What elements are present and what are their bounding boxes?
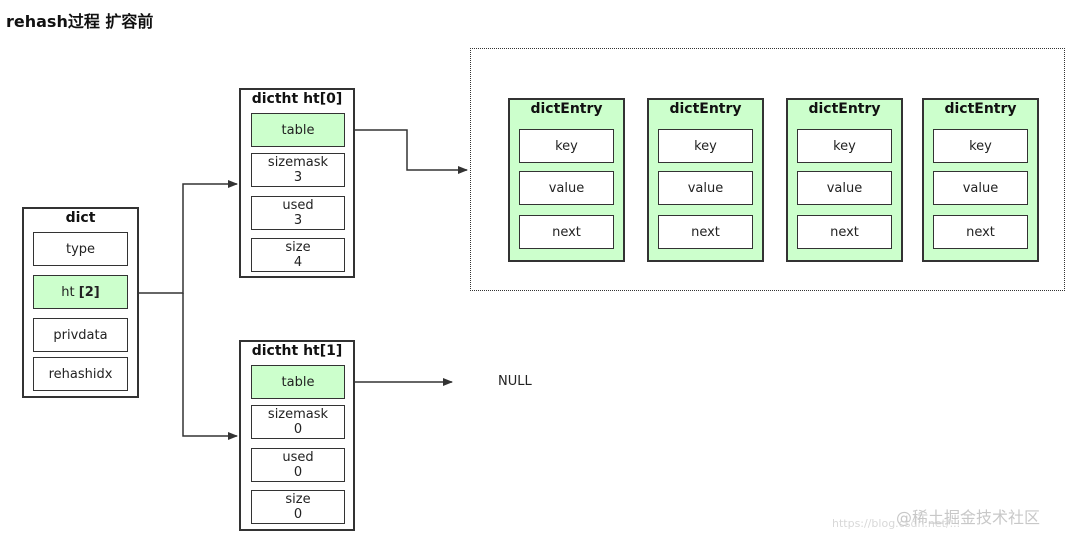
watermark-url: https://blog.csdn.net/... [832, 517, 961, 530]
dict-entry-3-value[interactable]: value [797, 171, 892, 205]
dict-field-rehashidx-label: rehashidx [48, 366, 113, 382]
dict-entry-2-key[interactable]: key [658, 129, 753, 163]
ht1-table-label: table [281, 374, 315, 390]
dict-entry-1-value-label: value [548, 180, 585, 196]
dict-field-ht-label: ht [2] [61, 285, 99, 300]
dict-entry-3-next-label: next [830, 224, 859, 240]
dict-entry-1: dictEntry key value next [508, 98, 625, 262]
dict-field-type-label: type [65, 241, 96, 257]
ht0-size-label: size [285, 240, 311, 255]
dict-entry-4-header: dictEntry [944, 101, 1017, 117]
dict-entry-3-key-label: key [833, 138, 856, 154]
ht0-used-value: 3 [293, 213, 303, 228]
dict-entry-2-key-label: key [694, 138, 717, 154]
null-label: NULL [498, 374, 532, 389]
dict-field-rehashidx[interactable]: rehashidx [33, 357, 128, 391]
arrow-ht0-table-to-entries [345, 129, 468, 174]
ht1-size-value: 0 [293, 507, 303, 522]
ht1-used-label: used [282, 450, 314, 465]
dict-entry-3: dictEntry key value next [786, 98, 903, 262]
diagram-title: rehash过程 扩容前 [6, 12, 154, 31]
dict-entry-1-value[interactable]: value [519, 171, 614, 205]
ht0-used-label: used [282, 198, 314, 213]
ht1-header: dictht ht[1] [251, 343, 343, 359]
ht-count: [2] [78, 284, 100, 300]
dict-entry-3-next[interactable]: next [797, 215, 892, 249]
ht0-table-label: table [281, 122, 315, 138]
dict-entry-3-key[interactable]: key [797, 129, 892, 163]
arrow-dict-to-ht0 [127, 180, 238, 294]
dict-header: dict [65, 210, 96, 226]
dict-entry-4-value-label: value [962, 180, 999, 196]
dict-entry-4-next-label: next [966, 224, 995, 240]
ht0-size-value: 4 [293, 255, 303, 270]
dict-field-privdata[interactable]: privdata [33, 318, 128, 352]
ht0-sizemask-value: 3 [293, 170, 303, 185]
dict-entry-1-header: dictEntry [530, 101, 603, 117]
dict-entry-2-value-label: value [687, 180, 724, 196]
arrow-dict-to-ht1 [182, 293, 238, 440]
dict-entry-2-value[interactable]: value [658, 171, 753, 205]
dict-struct: dict type ht [2] privdata rehashidx [22, 207, 139, 398]
dict-field-privdata-label: privdata [53, 327, 108, 343]
ht0-header: dictht ht[0] [251, 91, 343, 107]
dict-entry-2-next[interactable]: next [658, 215, 753, 249]
ht1-size-label: size [285, 492, 311, 507]
dict-entry-1-key[interactable]: key [519, 129, 614, 163]
dict-entry-4-key-label: key [969, 138, 992, 154]
dict-field-type[interactable]: type [33, 232, 128, 266]
dict-entry-2-header: dictEntry [669, 101, 742, 117]
dict-field-ht[interactable]: ht [2] [33, 275, 128, 309]
ht0-field-table[interactable]: table [251, 113, 345, 147]
dict-entry-4: dictEntry key value next [922, 98, 1039, 262]
ht1-field-table[interactable]: table [251, 365, 345, 399]
dict-entry-2-next-label: next [691, 224, 720, 240]
ht1-used-value: 0 [293, 465, 303, 480]
dict-entry-4-key[interactable]: key [933, 129, 1028, 163]
ht1-sizemask-value: 0 [293, 422, 303, 437]
dict-entry-4-value[interactable]: value [933, 171, 1028, 205]
watermark: @稀土掘金技术社区 [896, 508, 1041, 527]
ht0-sizemask-label: sizemask [267, 155, 329, 170]
dict-entry-4-next[interactable]: next [933, 215, 1028, 249]
ht0-table-container [470, 48, 1065, 291]
dict-entry-1-next-label: next [552, 224, 581, 240]
dict-entry-1-next[interactable]: next [519, 215, 614, 249]
dict-entry-3-value-label: value [826, 180, 863, 196]
ht-prefix: ht [61, 284, 79, 300]
ht1-sizemask-label: sizemask [267, 407, 329, 422]
dict-entry-2: dictEntry key value next [647, 98, 764, 262]
dict-entry-3-header: dictEntry [808, 101, 881, 117]
dict-entry-1-key-label: key [555, 138, 578, 154]
